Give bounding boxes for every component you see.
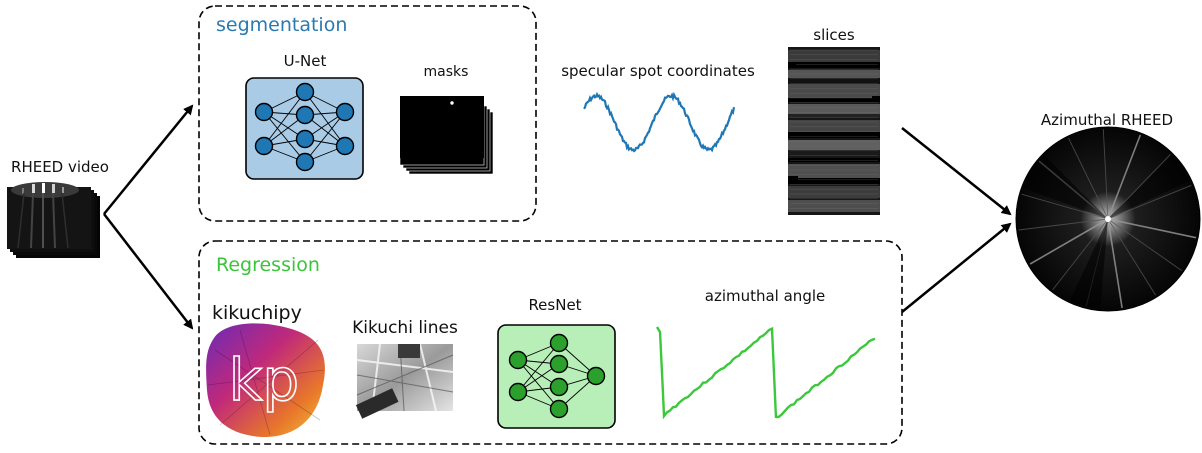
- logo-text: kp: [229, 346, 299, 414]
- kikuchipy-label: kikuchipy: [212, 302, 302, 324]
- neural-network-icon: [497, 324, 616, 429]
- slices-image-icon: [788, 47, 880, 215]
- arrow-from-slices: [901, 127, 1012, 216]
- mask-stack-icon: [399, 96, 494, 175]
- input-arrows: [103, 104, 194, 330]
- arrow-to-regression: [103, 213, 194, 330]
- kikuchi-lines-label: Kikuchi lines: [352, 318, 458, 338]
- unet-label: U-Net: [284, 52, 327, 70]
- masks-label: masks: [424, 64, 469, 80]
- segmentation-box: segmentation U-Net masks: [198, 5, 537, 222]
- input-label: RHEED video: [11, 158, 109, 176]
- kikuchi-pattern-icon: [355, 343, 454, 419]
- output-arrows: [901, 127, 1012, 313]
- rheed-video-frames-icon: [7, 182, 100, 258]
- azimuthal-angle-curve: [655, 326, 876, 420]
- neural-network-icon: [245, 77, 364, 180]
- resnet-label: ResNet: [528, 296, 581, 314]
- segmentation-title: segmentation: [216, 14, 347, 36]
- regression-title: Regression: [216, 254, 320, 276]
- spot-coordinates-label: specular spot coordinates: [561, 62, 755, 80]
- specular-spot-curve: [583, 91, 736, 153]
- azimuthal-rheed-pattern-icon: [1015, 126, 1201, 312]
- regression-box: Regression kikuchipy kp Kikuchi lines: [198, 240, 903, 445]
- arrow-from-angle: [901, 222, 1012, 313]
- output-label: Azimuthal RHEED: [1041, 111, 1173, 129]
- slices-label: slices: [813, 26, 855, 44]
- azimuthal-angle-label: azimuthal angle: [705, 287, 825, 305]
- rheed-video-input: RHEED video: [7, 158, 109, 258]
- kikuchipy-logo-icon: kp: [206, 323, 325, 438]
- azimuthal-rheed-output: Azimuthal RHEED: [1015, 111, 1201, 312]
- arrow-to-segmentation: [103, 104, 194, 215]
